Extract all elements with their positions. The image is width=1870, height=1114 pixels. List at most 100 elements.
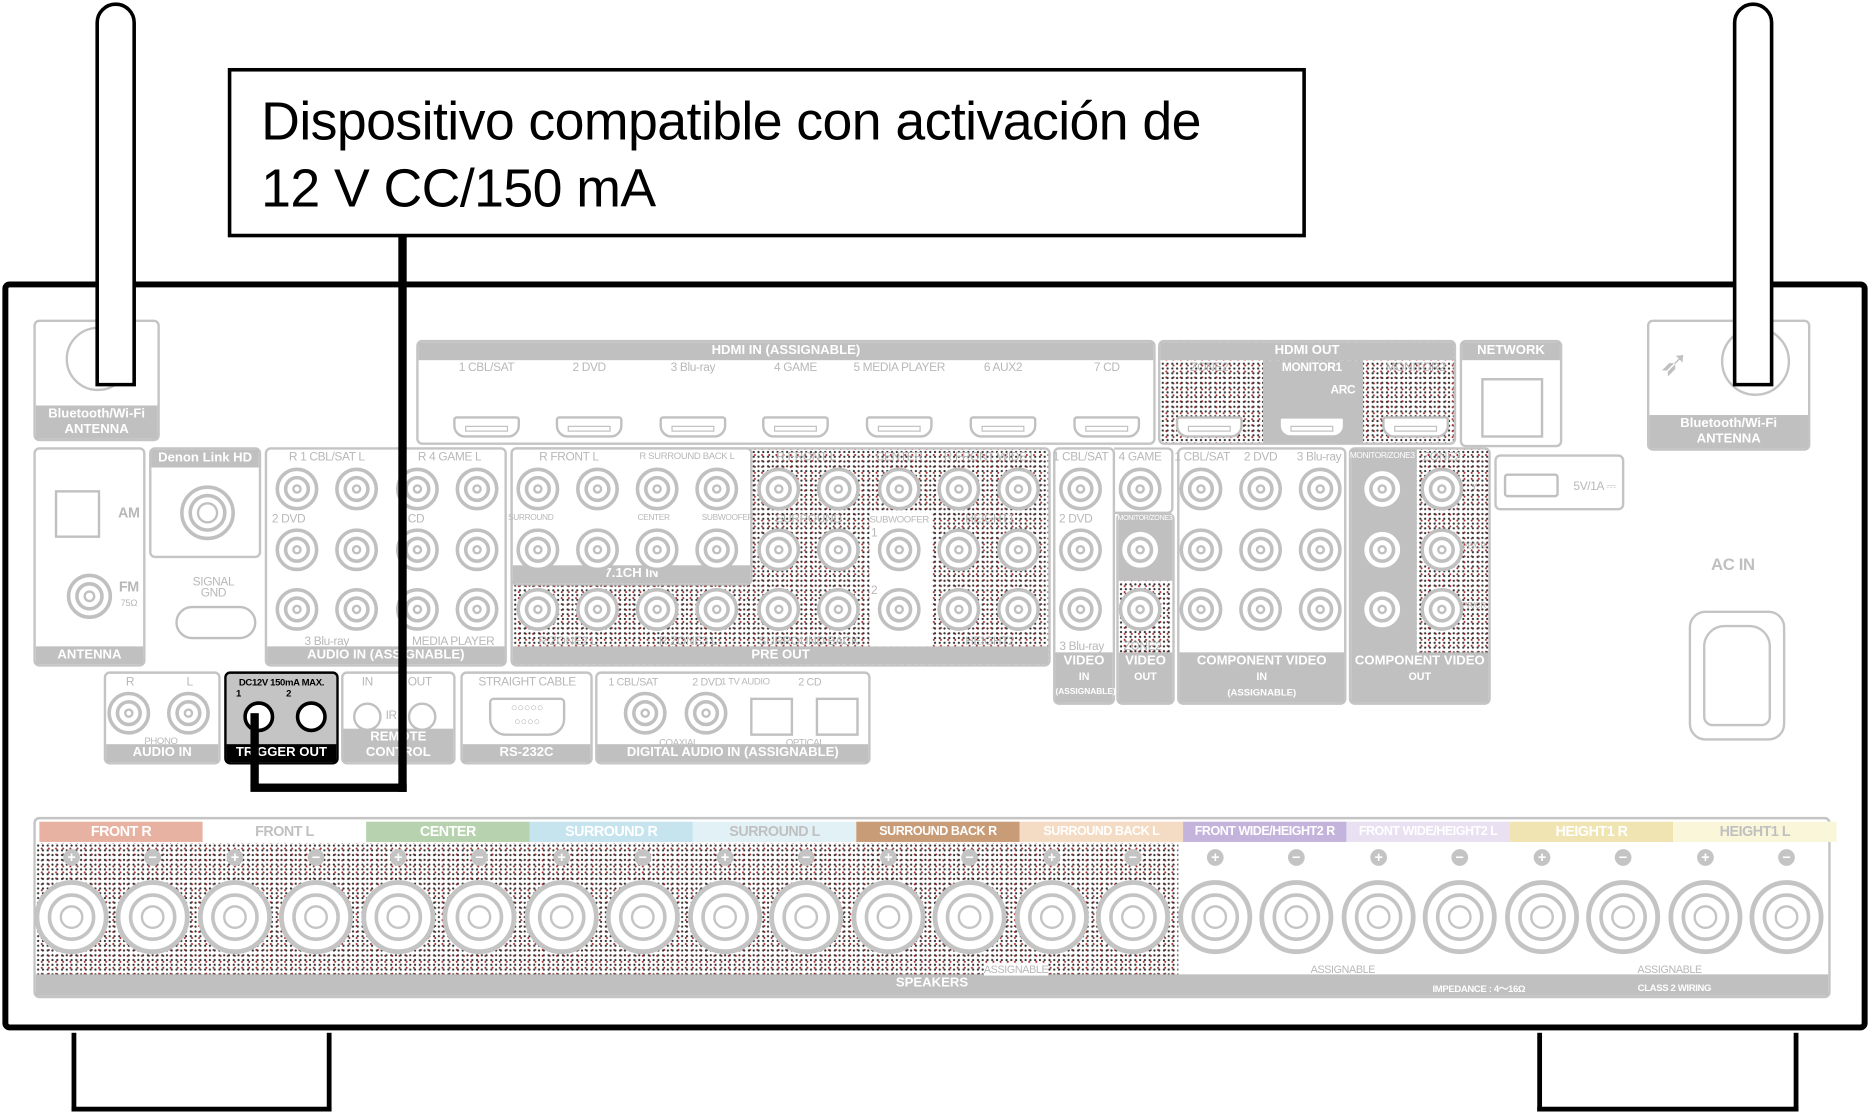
- rca-jack[interactable]: [1420, 467, 1464, 511]
- rca-jack[interactable]: [455, 587, 499, 631]
- rca-jack[interactable]: [684, 691, 728, 735]
- rca-jack[interactable]: [335, 467, 379, 511]
- rca-jack[interactable]: [695, 467, 739, 511]
- speaker-terminal[interactable]: [1505, 880, 1580, 955]
- rca-jack[interactable]: [997, 467, 1040, 511]
- usb-panel: 5V/1A ⎓: [1494, 454, 1625, 511]
- hdmi-port[interactable]: [969, 416, 1037, 438]
- rca-jack[interactable]: [635, 587, 679, 631]
- antenna-right-label-2: ANTENNA: [1696, 431, 1761, 447]
- rca-jack[interactable]: [576, 587, 619, 631]
- rca-jack[interactable]: [1360, 587, 1404, 631]
- rca-jack[interactable]: [695, 587, 739, 631]
- rca-jack[interactable]: [1059, 467, 1102, 511]
- rca-jack[interactable]: [1298, 528, 1342, 572]
- hdmi-port[interactable]: [1073, 416, 1141, 438]
- speaker-terminal[interactable]: [1259, 880, 1334, 955]
- rs232c-note: STRAIGHT CABLE: [478, 676, 576, 690]
- rca-jack[interactable]: [275, 467, 319, 511]
- rca-jack[interactable]: [1118, 587, 1162, 631]
- trigger-jack-2[interactable]: [295, 701, 327, 733]
- rca-jack[interactable]: [455, 528, 499, 572]
- rca-jack[interactable]: [937, 528, 981, 572]
- speaker-terminal[interactable]: [197, 880, 272, 955]
- speaker-terminal[interactable]: [1422, 880, 1497, 955]
- rca-jack[interactable]: [1298, 467, 1342, 511]
- speaker-terminal[interactable]: [688, 880, 763, 955]
- rca-jack[interactable]: [877, 528, 921, 572]
- rca-jack[interactable]: [757, 587, 801, 631]
- hdmi-port[interactable]: [1278, 416, 1346, 438]
- rca-jack[interactable]: [1118, 467, 1162, 511]
- speaker-terminal[interactable]: [1749, 880, 1824, 955]
- rca-jack[interactable]: [997, 528, 1040, 572]
- rca-jack[interactable]: [455, 467, 499, 511]
- impedance-label: IMPEDANCE : 4～16Ω: [1432, 983, 1526, 995]
- rca-jack[interactable]: [1298, 587, 1342, 631]
- rca-jack[interactable]: [275, 587, 319, 631]
- rca-jack[interactable]: [937, 587, 981, 631]
- rca-jack[interactable]: [757, 467, 801, 511]
- rca-jack[interactable]: [335, 587, 379, 631]
- speaker-terminal[interactable]: [605, 880, 680, 955]
- speaker-terminal[interactable]: [279, 880, 354, 955]
- rca-jack[interactable]: [816, 467, 860, 511]
- hdmi-port[interactable]: [1382, 416, 1450, 438]
- rca-jack[interactable]: [275, 528, 319, 572]
- rca-jack[interactable]: [997, 587, 1040, 631]
- rca-jack[interactable]: [1179, 587, 1223, 631]
- hdmi-port[interactable]: [1175, 416, 1243, 438]
- speaker-terminal[interactable]: [851, 880, 926, 955]
- rca-jack[interactable]: [695, 528, 739, 572]
- hdmi-port[interactable]: [659, 416, 727, 438]
- rca-jack[interactable]: [1360, 467, 1404, 511]
- speaker-terminal[interactable]: [1668, 880, 1743, 955]
- rca-jack[interactable]: [1059, 587, 1102, 631]
- speaker-terminal[interactable]: [932, 880, 1007, 955]
- hdmi-port[interactable]: [555, 416, 623, 438]
- speaker-terminal[interactable]: [524, 880, 599, 955]
- rca-jack[interactable]: [1360, 528, 1404, 572]
- speaker-terminal[interactable]: [1095, 880, 1170, 955]
- hdmi-port[interactable]: [453, 416, 520, 438]
- rca-jack[interactable]: [1420, 587, 1464, 631]
- rca-jack[interactable]: [335, 528, 379, 572]
- rca-jack[interactable]: [816, 528, 860, 572]
- speaker-terminal[interactable]: [361, 880, 436, 955]
- rca-jack[interactable]: [576, 467, 619, 511]
- component-in-label: 1 CBL/SAT: [1174, 450, 1230, 464]
- rca-jack[interactable]: [1059, 528, 1102, 572]
- speaker-terminal[interactable]: [442, 880, 517, 955]
- rca-jack[interactable]: [166, 691, 210, 735]
- speaker-terminal[interactable]: [769, 880, 844, 955]
- hdmi-port[interactable]: [865, 416, 933, 438]
- hdmi-port[interactable]: [762, 416, 829, 438]
- rca-jack[interactable]: [107, 691, 151, 735]
- rca-jack[interactable]: [623, 691, 667, 735]
- rca-jack[interactable]: [1239, 467, 1283, 511]
- rca-jack[interactable]: [516, 467, 560, 511]
- rca-jack[interactable]: [1239, 528, 1283, 572]
- speaker-terminal[interactable]: [1014, 880, 1089, 955]
- rca-jack[interactable]: [877, 587, 921, 631]
- rca-jack[interactable]: [937, 467, 981, 511]
- speaker-terminal[interactable]: [1341, 880, 1416, 955]
- speaker-terminal[interactable]: [34, 880, 109, 955]
- rca-jack[interactable]: [816, 587, 860, 631]
- rca-jack[interactable]: [757, 528, 801, 572]
- rca-jack[interactable]: [1420, 528, 1464, 572]
- trigger-jack-1[interactable]: [243, 701, 275, 733]
- speaker-terminal[interactable]: [1586, 880, 1661, 955]
- rca-jack[interactable]: [877, 467, 921, 511]
- rca-jack[interactable]: [1179, 528, 1223, 572]
- rca-jack[interactable]: [516, 587, 560, 631]
- rca-jack[interactable]: [1239, 587, 1283, 631]
- speaker-terminal[interactable]: [115, 880, 190, 955]
- rca-jack[interactable]: [1118, 528, 1162, 572]
- rca-jack[interactable]: [635, 467, 679, 511]
- rca-jack[interactable]: [635, 528, 679, 572]
- rca-jack[interactable]: [576, 528, 619, 572]
- rca-jack[interactable]: [516, 528, 560, 572]
- rca-jack[interactable]: [1179, 467, 1223, 511]
- speaker-terminal[interactable]: [1178, 880, 1253, 955]
